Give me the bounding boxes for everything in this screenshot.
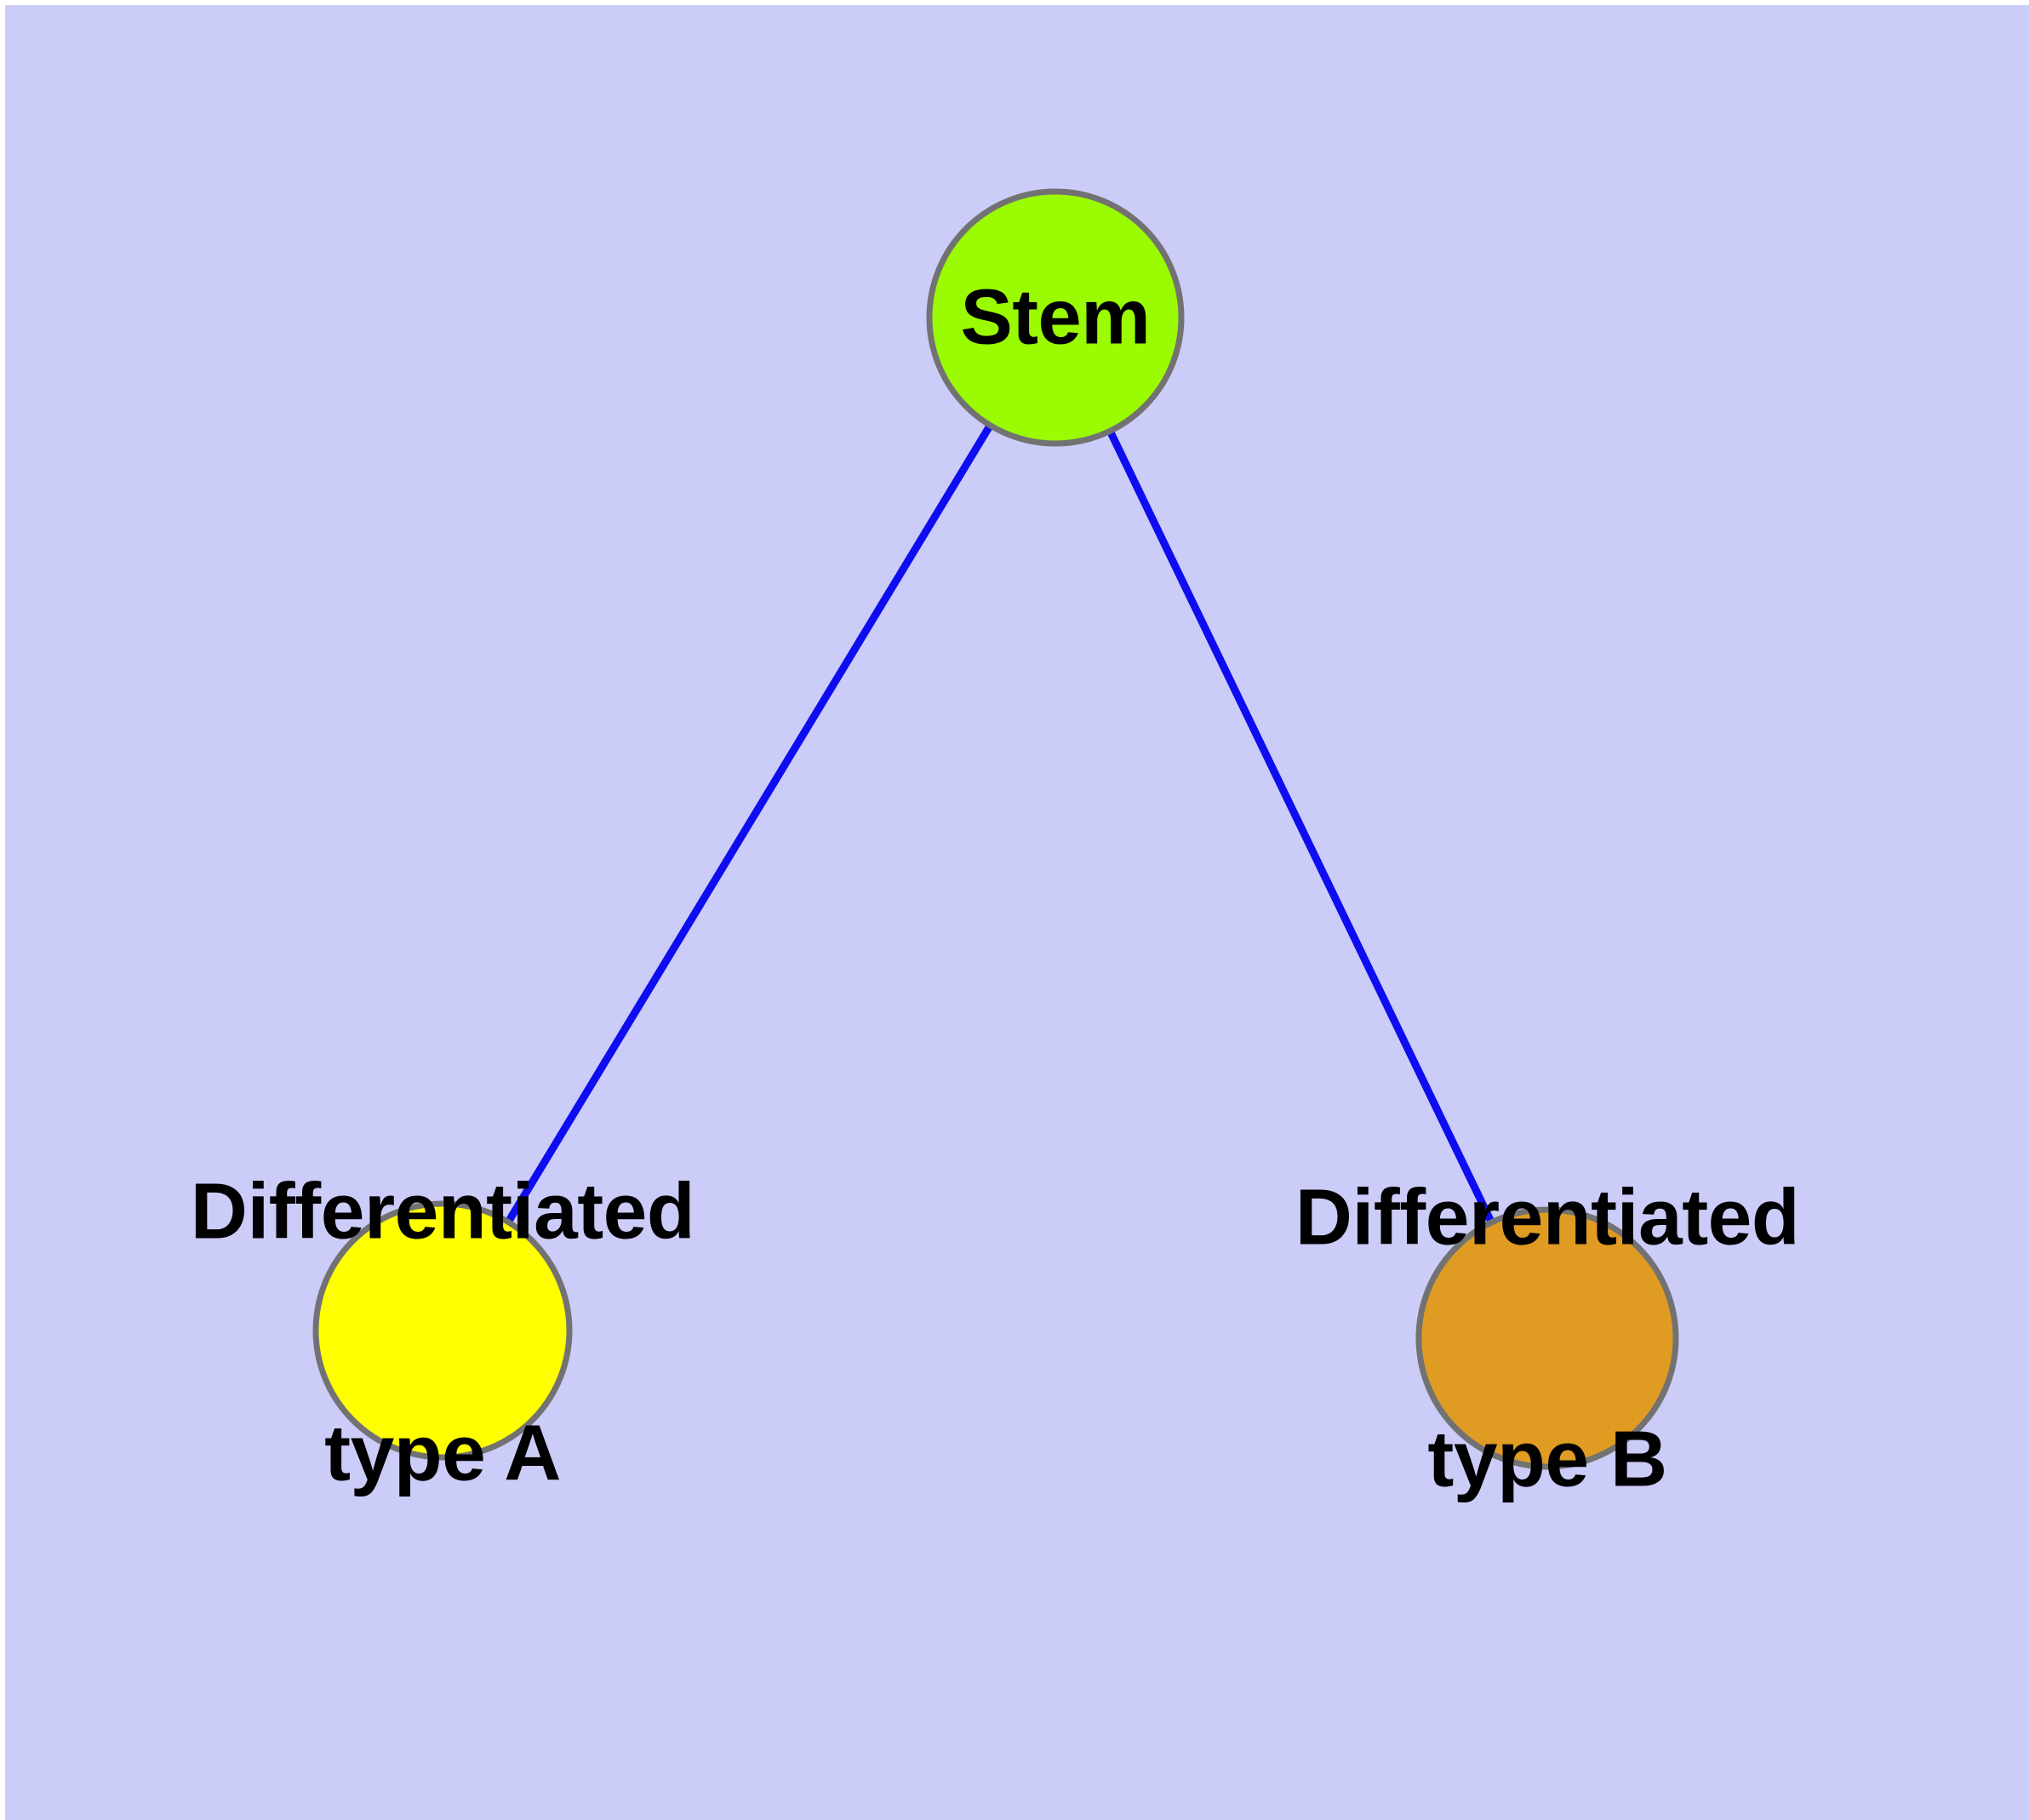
node-differentiated-type-a-circle[interactable] [312, 1200, 573, 1461]
edge-stem-to-differentiated-type-b [1051, 313, 1552, 1342]
node-layer [312, 188, 1679, 1470]
edge-layer [438, 313, 1552, 1342]
edge-stem-to-differentiated-type-a [438, 313, 1060, 1335]
node-differentiated-type-b-circle[interactable] [1415, 1206, 1679, 1470]
node-stem-circle[interactable] [926, 188, 1185, 447]
